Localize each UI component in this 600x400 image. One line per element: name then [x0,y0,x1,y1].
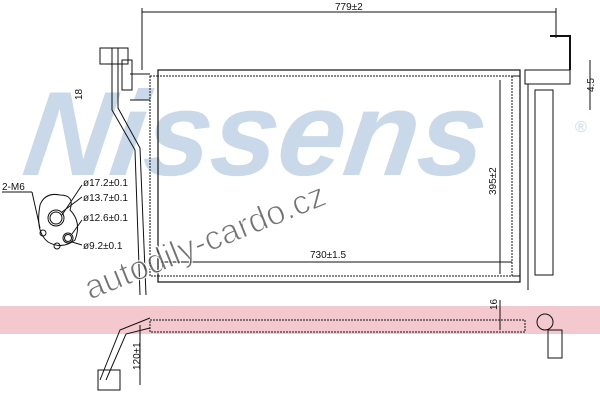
core-bottom-tank [157,275,521,283]
dim-core [130,60,591,274]
inlet-pipes [99,47,147,296]
registered-mark: ® [575,119,587,136]
receiver-dryer [534,89,554,276]
dim-top-offset-label: 18 [74,88,85,100]
right-header [511,75,521,277]
flange-thread-label: 2-M6 [2,182,25,193]
hole-1-label: ø17.2±0.1 [83,178,128,189]
bottom-view [97,300,563,391]
flange [2,184,83,250]
dim-bottom-offset-label: 16 [489,298,500,310]
hole-2-label: ø13.7±0.1 [83,193,128,204]
left-header [149,75,159,277]
brand-watermark: Nissens [17,67,496,201]
dim-overall [141,8,571,70]
receiver-dryer-top [524,69,571,85]
hole-4-label: ø9.2±0.1 [83,241,123,252]
dim-core-width-label: 730±1.5 [310,250,347,261]
core-top-tank [157,69,521,77]
hole-3-label: ø12.6±0.1 [83,213,128,224]
dim-core-height-label: 395±2 [488,167,499,195]
dim-pipe-height-label: 120±1 [132,342,143,370]
dim-overall-label: 779±2 [335,2,363,13]
dim-right-offset-label: 4.5 [586,78,597,92]
